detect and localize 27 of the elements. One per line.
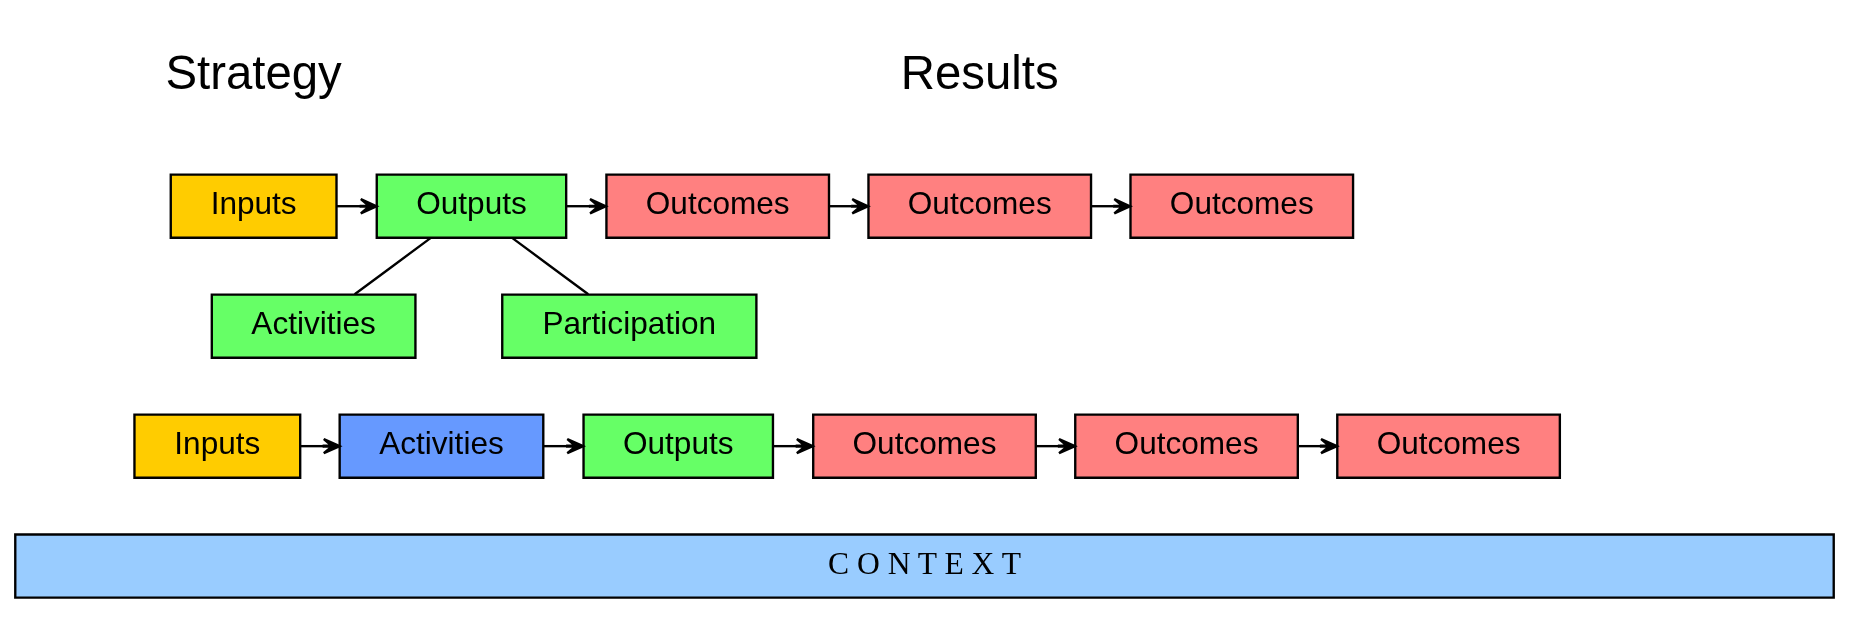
arrow [1298, 437, 1339, 454]
node-box: Activities [210, 292, 417, 359]
arrow [566, 197, 608, 214]
node-box: Inputs [169, 172, 338, 239]
arrow [543, 437, 585, 454]
arrow [300, 437, 341, 454]
connector [353, 236, 432, 295]
arrow [1091, 197, 1132, 214]
node-box: Outputs [582, 412, 775, 479]
node-box: Outcomes [867, 172, 1093, 239]
node-box: Outcomes [812, 412, 1037, 479]
node-box: Participation [501, 292, 758, 359]
arrow [829, 197, 870, 214]
label: Strategy [165, 45, 342, 99]
arrow [773, 437, 814, 454]
arrow [1036, 437, 1077, 454]
label: Results [900, 45, 1059, 99]
node-box: Outputs [375, 172, 568, 239]
arrow [336, 197, 378, 214]
node-box: Inputs [133, 412, 302, 479]
node-box: Outcomes [1129, 172, 1355, 239]
node-box: Outcomes [605, 172, 831, 239]
connector [511, 236, 589, 295]
node-box: Outcomes [1074, 412, 1299, 479]
node-box: Activities [338, 412, 545, 479]
node-box: C O N T E X T [14, 532, 1835, 599]
node-box: Outcomes [1336, 412, 1562, 479]
